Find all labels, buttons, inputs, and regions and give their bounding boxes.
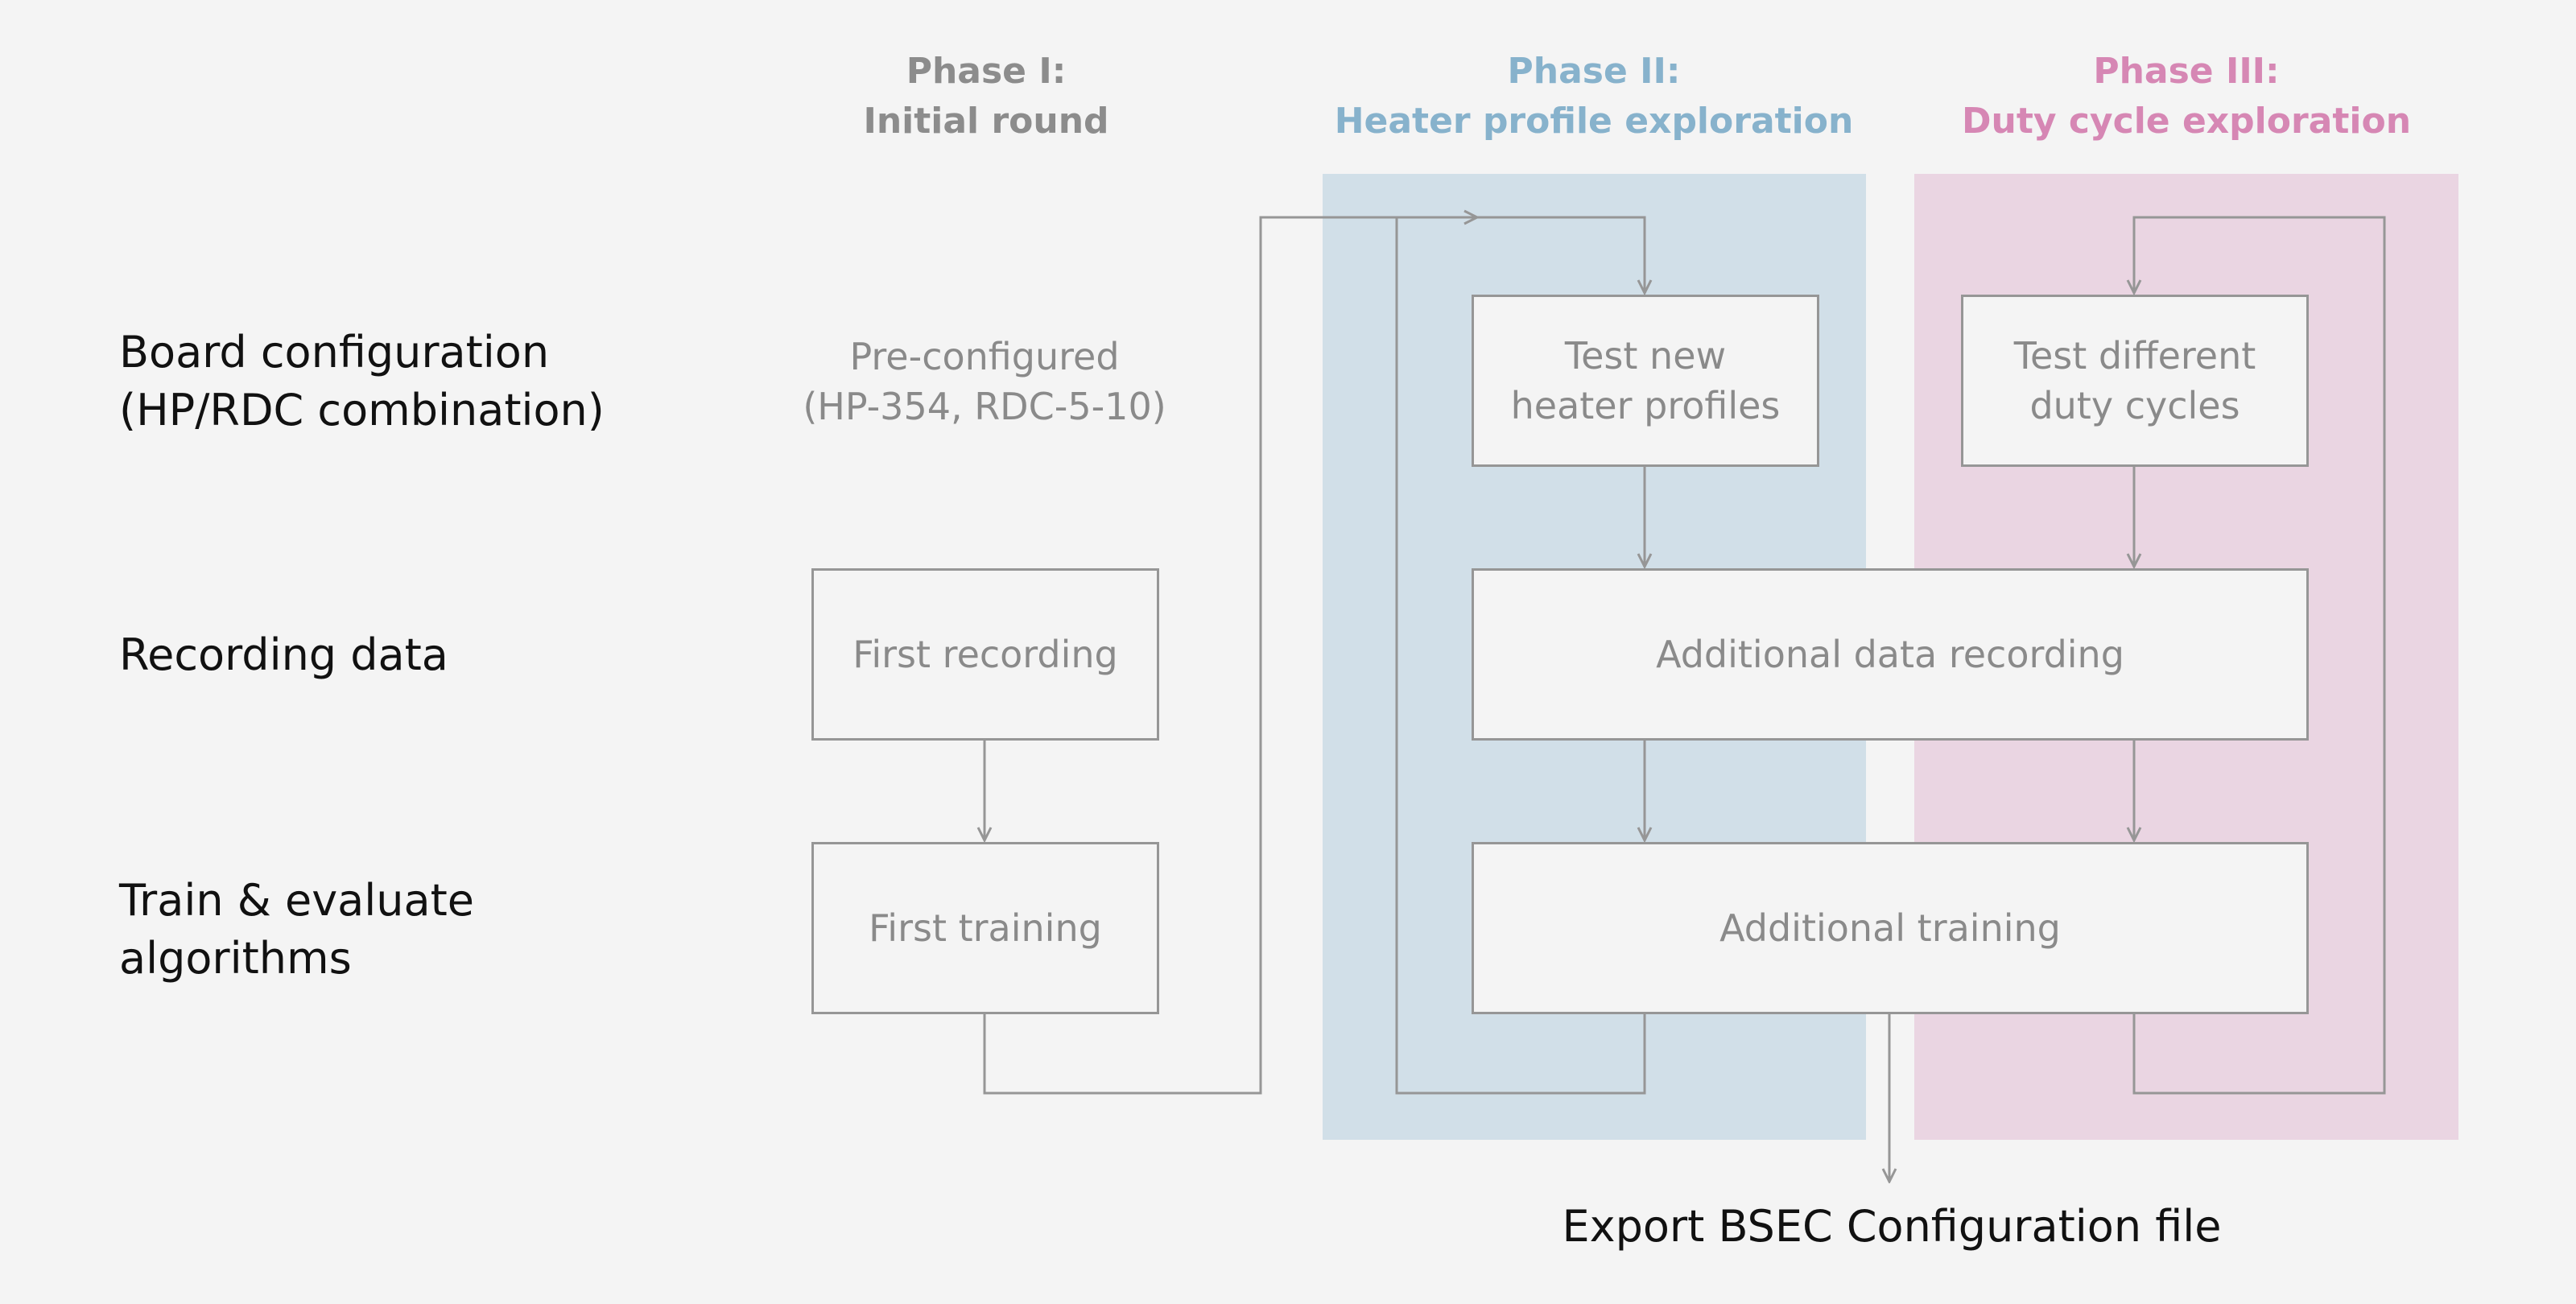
node-additional-training-label: Additional training	[1719, 906, 2061, 950]
node-first-recording: First recording	[811, 568, 1159, 741]
node-test-heater-line1: Test new	[1564, 334, 1727, 378]
phase-i-header: Phase I: Initial round	[813, 47, 1159, 146]
phase-i-title: Phase I:	[906, 51, 1067, 92]
row-label-recording-data: Recording data	[119, 626, 448, 684]
row-label-board-line1: Board configuration	[119, 327, 550, 378]
node-additional-training: Additional training	[1472, 842, 2309, 1014]
phase-iii-title: Phase III:	[2093, 51, 2280, 92]
node-test-duty-line1: Test different	[2013, 334, 2256, 378]
node-first-training: First training	[811, 842, 1159, 1014]
phase-i-subtitle: Initial round	[863, 101, 1109, 142]
row-label-train-evaluate: Train & evaluate algorithms	[119, 872, 474, 988]
phase-iii-header: Phase III: Duty cycle exploration	[1864, 47, 2508, 146]
node-first-training-label: First training	[869, 906, 1102, 950]
line-first-training-to-phase-ii	[983, 217, 1477, 1095]
node-additional-data-recording: Additional data recording	[1472, 568, 2309, 741]
node-test-duty-line2: duty cycles	[2029, 384, 2240, 427]
node-test-duty-cycles: Test different duty cycles	[1961, 295, 2309, 467]
row-label-recording-line1: Recording data	[119, 629, 448, 680]
node-preconfigured: Pre-configured (HP-354, RDC-5-10)	[773, 332, 1196, 431]
phase-ii-title: Phase II:	[1507, 51, 1681, 92]
node-additional-recording-label: Additional data recording	[1656, 633, 2124, 676]
phase-ii-subtitle: Heater profile exploration	[1334, 101, 1854, 142]
row-label-train-line2: algorithms	[119, 933, 352, 984]
line-phase-ii-loop	[1395, 217, 1646, 1095]
row-label-train-line1: Train & evaluate	[119, 875, 474, 926]
export-bsec-configuration-label: Export BSEC Configuration file	[1562, 1201, 2222, 1252]
line-phase-iii-loop	[2134, 216, 2386, 1095]
phase-iii-subtitle: Duty cycle exploration	[1961, 101, 2412, 142]
line-phase-ii-top	[1477, 216, 1645, 293]
node-first-recording-label: First recording	[852, 633, 1118, 676]
phase-ii-header: Phase II: Heater profile exploration	[1272, 47, 1916, 146]
node-test-heater-line2: heater profiles	[1510, 384, 1781, 427]
node-preconfigured-line1: Pre-configured	[849, 335, 1120, 378]
node-test-heater-profiles: Test new heater profiles	[1472, 295, 1819, 467]
row-label-board-line2: (HP/RDC combination)	[119, 385, 605, 435]
node-preconfigured-line2: (HP-354, RDC-5-10)	[803, 385, 1166, 428]
row-label-board-configuration: Board configuration (HP/RDC combination)	[119, 324, 605, 439]
